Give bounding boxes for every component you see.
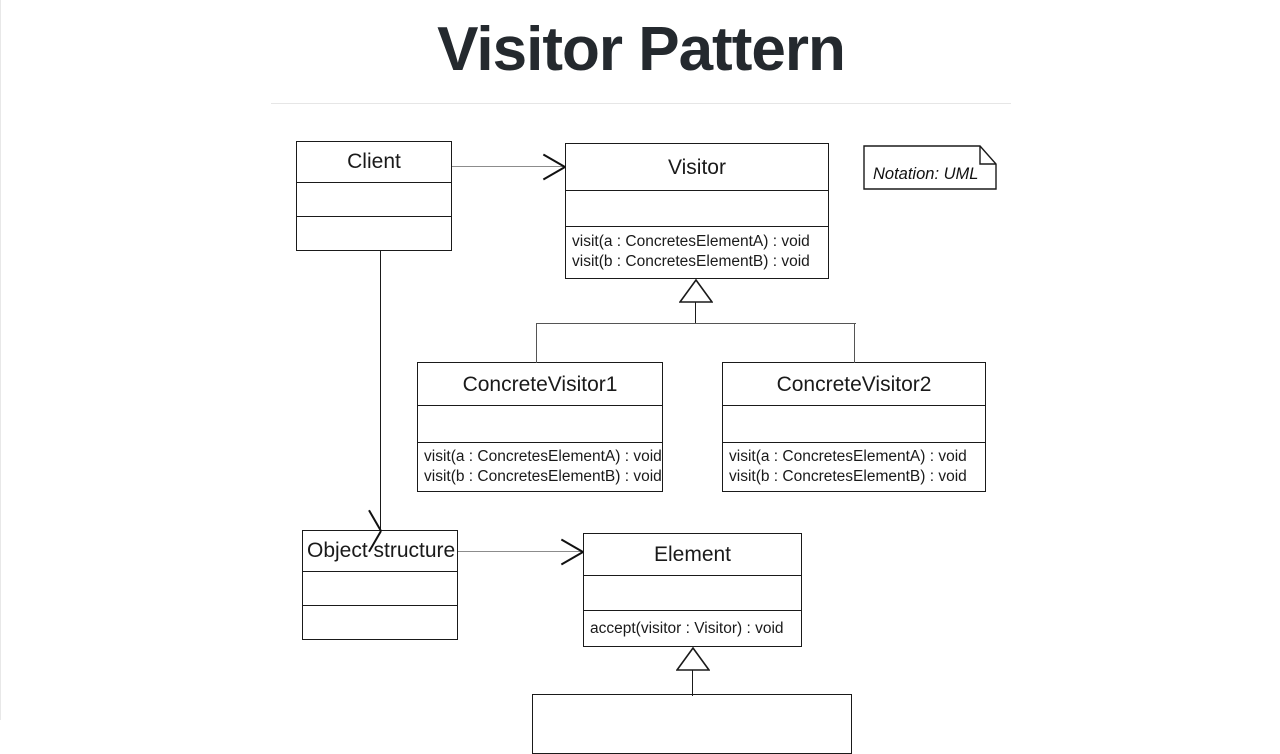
class-box-visitor[interactable]: Visitor visit(a : ConcretesElementA) : v… [565, 143, 829, 279]
concrete-element-name-compartment [533, 695, 851, 753]
title-divider [271, 103, 1011, 104]
class-name-object-structure: Object structure [307, 539, 456, 563]
client-name-compartment: Client [297, 142, 451, 182]
visitor-operations-compartment: visit(a : ConcretesElementA) : void visi… [566, 225, 828, 278]
generalization-triangle-visitor [679, 279, 713, 303]
operation-item: visit(b : ConcretesElementB) : void [424, 467, 662, 485]
concrete-visitor-2-operations-compartment: visit(a : ConcretesElementA) : void visi… [723, 441, 985, 491]
client-operations-compartment [297, 216, 451, 250]
connector-visitor-generalization-stem [695, 302, 697, 324]
element-name-compartment: Element [584, 534, 801, 575]
element-operations-compartment: accept(visitor : Visitor) : void [584, 610, 801, 646]
class-box-client[interactable]: Client [296, 141, 452, 251]
connector-client-visitor [452, 166, 563, 168]
class-name-concrete-visitor-1: ConcreteVisitor1 [462, 372, 618, 396]
generalization-triangle-element [676, 647, 710, 671]
object-structure-attributes-compartment [303, 571, 457, 605]
connector-visitor-generalization-bus [536, 323, 856, 325]
connector-generalization-branch-concrete-visitor-2 [854, 323, 856, 363]
concrete-visitor-1-name-compartment: ConcreteVisitor1 [418, 363, 662, 405]
class-name-client: Client [347, 150, 401, 174]
page-title: Visitor Pattern [437, 15, 846, 84]
object-structure-operations-compartment [303, 605, 457, 639]
uml-notation-note: Notation: UML [863, 145, 997, 190]
operation-item: visit(a : ConcretesElementA) : void [729, 447, 967, 465]
concrete-visitor-1-operations-compartment: visit(a : ConcretesElementA) : void visi… [418, 441, 662, 491]
class-name-visitor: Visitor [668, 155, 726, 179]
concrete-visitor-2-attributes-compartment [723, 405, 985, 441]
class-box-concrete-element[interactable] [532, 694, 852, 754]
operation-item: visit(a : ConcretesElementA) : void [424, 447, 662, 465]
connector-client-object-structure [380, 251, 382, 529]
class-name-element: Element [653, 542, 732, 566]
concrete-visitor-1-attributes-compartment [418, 405, 662, 441]
connector-element-generalization-stem [692, 670, 694, 696]
class-box-concrete-visitor-1[interactable]: ConcreteVisitor1 visit(a : ConcretesElem… [417, 362, 663, 492]
concrete-visitor-2-name-compartment: ConcreteVisitor2 [723, 363, 985, 405]
class-box-concrete-visitor-2[interactable]: ConcreteVisitor2 visit(a : ConcretesElem… [722, 362, 986, 492]
uml-notation-note-text: Notation: UML [873, 165, 979, 183]
object-structure-name-compartment: Object structure [303, 531, 457, 571]
visitor-name-compartment: Visitor [566, 144, 828, 190]
operation-item: visit(a : ConcretesElementA) : void [572, 233, 810, 251]
class-box-object-structure[interactable]: Object structure [302, 530, 458, 640]
slide-canvas: Visitor Pattern Notation: UML Client Vis… [0, 0, 1011, 754]
client-attributes-compartment [297, 182, 451, 216]
operation-item: visit(b : ConcretesElementB) : void [729, 467, 967, 485]
operation-item: accept(visitor : Visitor) : void [590, 619, 784, 637]
class-box-element[interactable]: Element accept(visitor : Visitor) : void [583, 533, 802, 647]
connector-generalization-branch-concrete-visitor-1 [536, 323, 538, 363]
class-name-concrete-visitor-2: ConcreteVisitor2 [776, 372, 932, 396]
element-attributes-compartment [584, 575, 801, 610]
connector-object-structure-element [458, 551, 582, 553]
operation-item: visit(b : ConcretesElementB) : void [572, 253, 810, 271]
visitor-attributes-compartment [566, 190, 828, 225]
